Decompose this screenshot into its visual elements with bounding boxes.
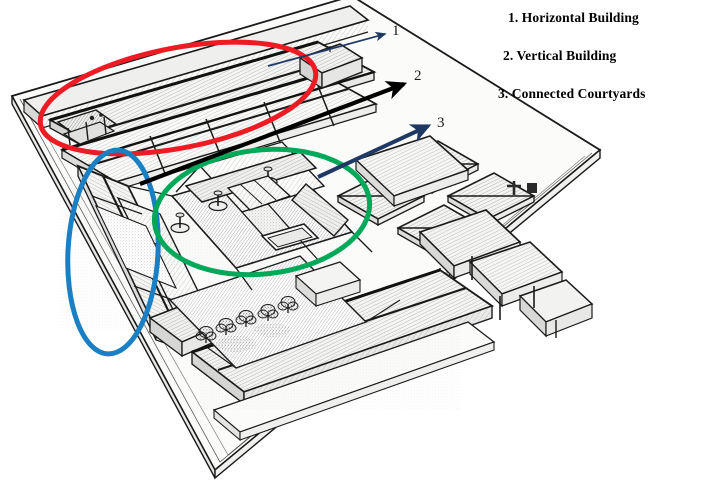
highlight-ellipse-red [37, 39, 319, 157]
connecting-walls [60, 167, 460, 410]
legend-item-vertical-building: 2. Vertical Building [503, 48, 617, 63]
callout-number-2: 2 [414, 68, 422, 84]
legend-item-connected-courtyards: 3. Connected Courtyards [498, 86, 646, 101]
legend: 1. Horizontal Building 2. Vertical Build… [498, 10, 698, 102]
highlight-ellipse-blue [65, 147, 161, 357]
callout-arrow-2 [139, 81, 408, 186]
callout-arrow-1 [267, 31, 387, 67]
east-wing [337, 135, 594, 338]
legend-item-horizontal-building: 1. Horizontal Building [508, 10, 639, 25]
scale-marks [507, 181, 537, 195]
callout-number-3: 3 [437, 115, 445, 131]
callout-arrow-3 [317, 124, 432, 179]
highlight-ellipse-green [151, 146, 373, 278]
callout-number-1: 1 [392, 23, 400, 39]
